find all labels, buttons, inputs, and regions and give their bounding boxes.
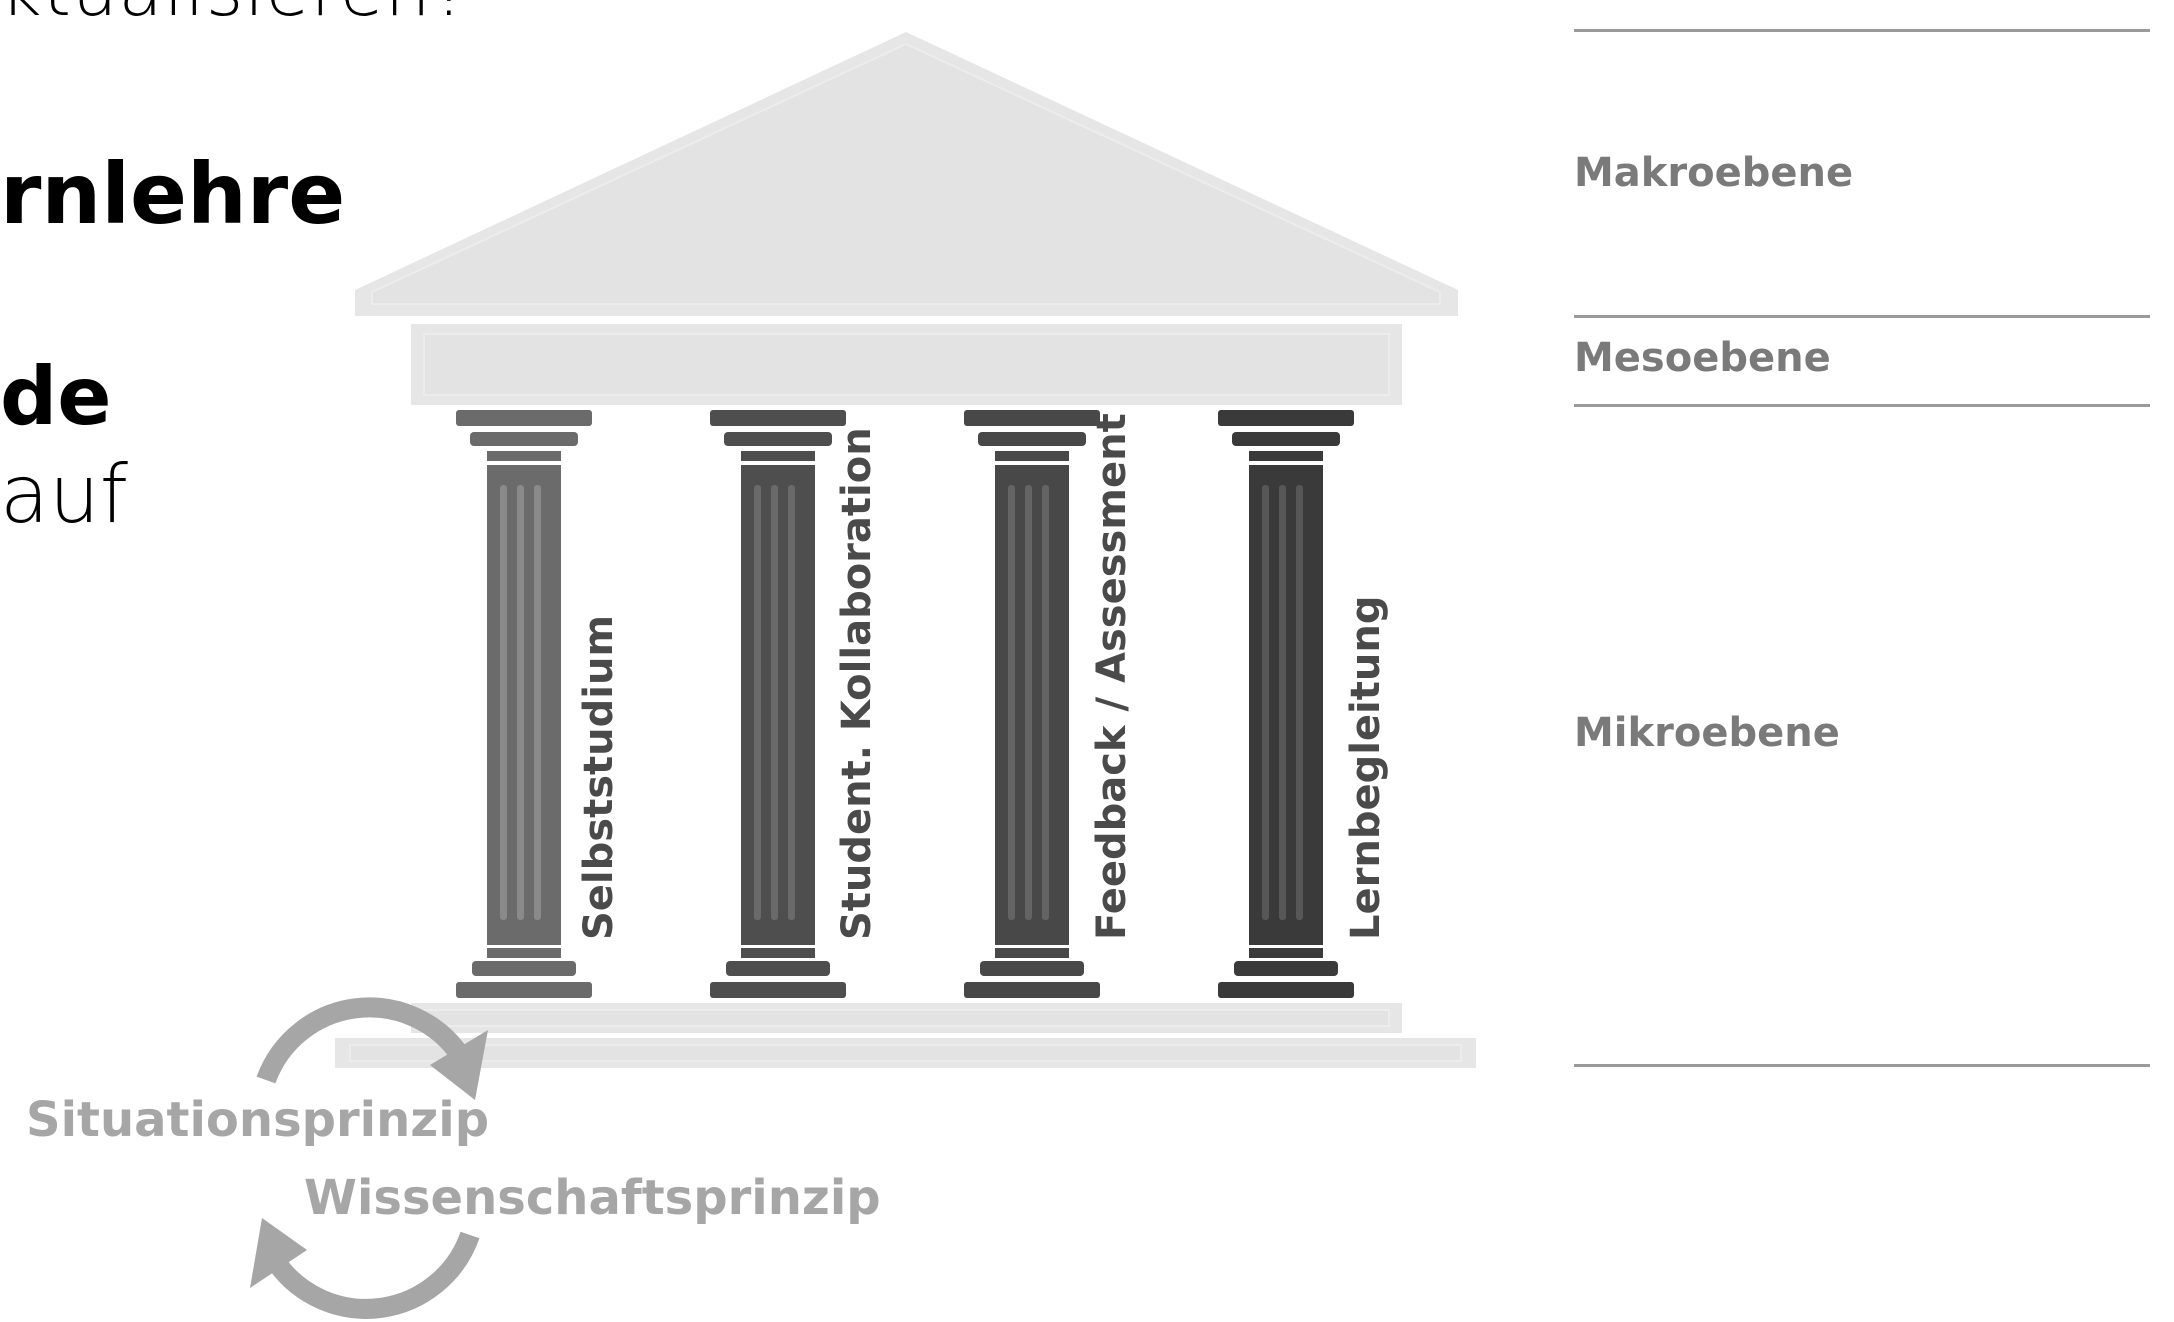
mesoebene-label: Mesoebene (1574, 335, 1831, 381)
mikroebene-label: Mikroebene (1574, 710, 1840, 756)
situationsprinzip-label: Situationsprinzip (26, 1092, 490, 1148)
left-text-line-3: de (0, 350, 112, 443)
cycle-arrow-top-icon (256, 997, 469, 1084)
cycle-arrow-bottom-icon (267, 1231, 480, 1319)
temple-entablature-inner (423, 333, 1390, 396)
pillar-student-kollaboration (710, 410, 846, 998)
pillar-label-3: Feedback / Assessment (1089, 413, 1135, 940)
level-divider-meso-mikro (1574, 404, 2150, 407)
cycle-arrow-top-head-icon (430, 1030, 488, 1100)
makroebene-label: Makroebene (1574, 150, 1854, 196)
left-text-line-1: ktualisieren? (0, 0, 471, 32)
pillar-label-1: Selbststudium (576, 615, 622, 940)
left-text-line-4: auf (0, 448, 128, 541)
level-divider-makro-meso (1574, 315, 2150, 318)
pillar-lernbegleitung (1218, 410, 1354, 998)
level-divider-top (1574, 29, 2150, 32)
cycle-arrow-bottom-head-icon (250, 1218, 307, 1288)
pillar-feedback-assessment (964, 410, 1100, 998)
pillar-label-2: Student. Kollaboration (834, 427, 880, 940)
pillar-selbststudium (456, 410, 592, 998)
pillar-label-4: Lernbegleitung (1343, 596, 1389, 940)
wissenschaftsprinzip-label: Wissenschaftsprinzip (304, 1170, 881, 1226)
left-text-line-2: rnlehre (0, 145, 346, 243)
level-divider-bottom (1574, 1064, 2150, 1067)
temple-roof-inner (371, 42, 1441, 305)
